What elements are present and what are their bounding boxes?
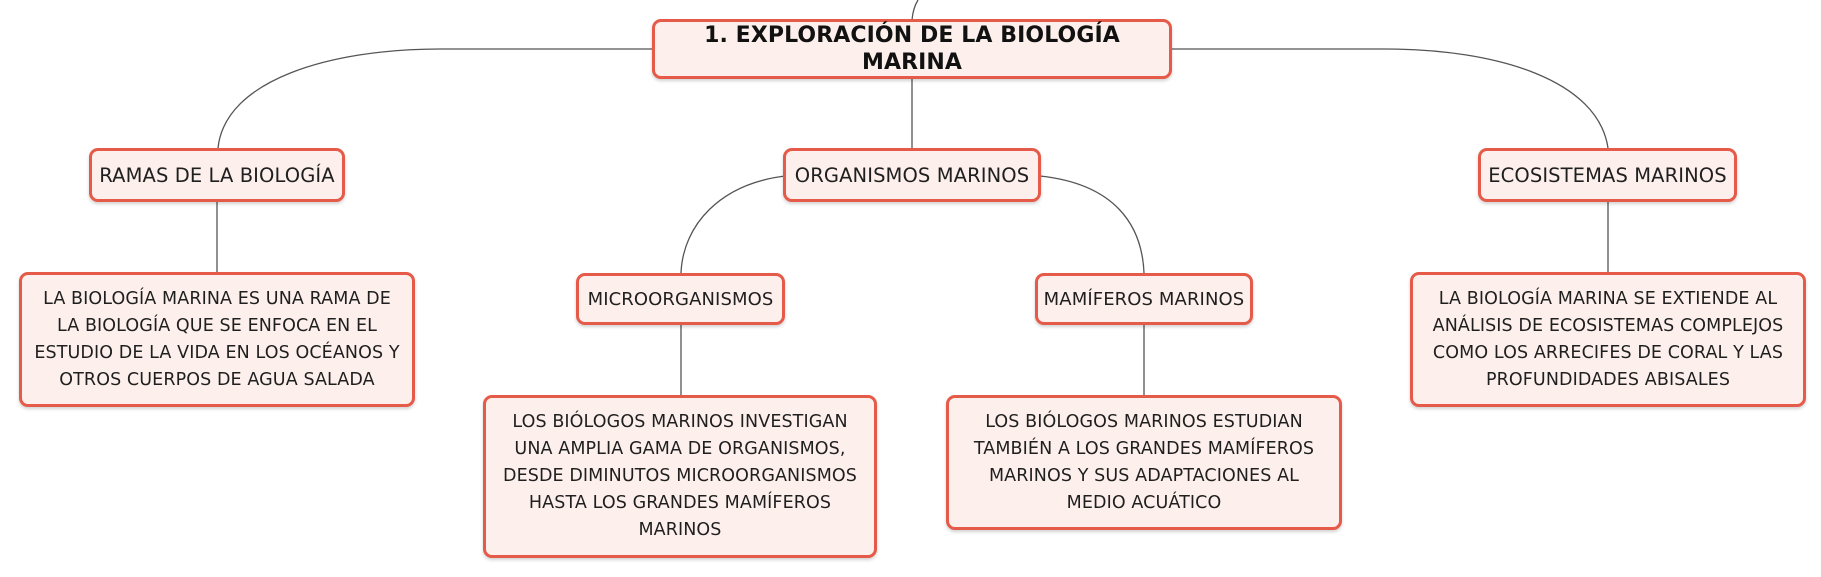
connector-root-parent bbox=[911, 0, 919, 21]
ecosistemas-node[interactable]: ECOSISTEMAS MARINOS bbox=[1478, 148, 1737, 202]
connector-organismos-to-microorganismos bbox=[680, 175, 786, 274]
ramas-node[interactable]: RAMAS DE LA BIOLOGÍA bbox=[89, 148, 345, 202]
microorganismos-node[interactable]: MICROORGANISMOS bbox=[576, 273, 785, 325]
ecosistemas-node-label: ECOSISTEMAS MARINOS bbox=[1488, 163, 1727, 187]
mamiferos-node-label: MAMÍFEROS MARINOS bbox=[1043, 288, 1245, 310]
microorganismos-detail-node[interactable]: LOS BIÓLOGOS MARINOS INVESTIGAN UNA AMPL… bbox=[483, 395, 877, 558]
organismos-node[interactable]: ORGANISMOS MARINOS bbox=[783, 148, 1041, 202]
mamiferos-detail-text: LOS BIÓLOGOS MARINOS ESTUDIAN TAMBIÉN A … bbox=[973, 411, 1315, 513]
root-node-label: 1. EXPLORACIÓN DE LA BIOLOGÍA MARINA bbox=[704, 23, 1120, 75]
microorganismos-node-label: MICROORGANISMOS bbox=[587, 288, 774, 310]
ramas-detail-text: LA BIOLOGÍA MARINA ES UNA RAMA DE LA BIO… bbox=[34, 288, 400, 390]
organismos-node-label: ORGANISMOS MARINOS bbox=[794, 163, 1030, 187]
ecosistemas-detail-text: LA BIOLOGÍA MARINA SE EXTIENDE AL ANÁLIS… bbox=[1432, 288, 1784, 390]
ramas-node-label: RAMAS DE LA BIOLOGÍA bbox=[99, 163, 335, 187]
connector-root-to-ecosistemas bbox=[1171, 48, 1609, 149]
mamiferos-node[interactable]: MAMÍFEROS MARINOS bbox=[1035, 273, 1253, 325]
connector-organismos-to-mamiferos bbox=[1039, 175, 1145, 274]
microorganismos-detail-text: LOS BIÓLOGOS MARINOS INVESTIGAN UNA AMPL… bbox=[503, 412, 857, 540]
ramas-detail-node[interactable]: LA BIOLOGÍA MARINA ES UNA RAMA DE LA BIO… bbox=[19, 272, 415, 407]
mamiferos-detail-node[interactable]: LOS BIÓLOGOS MARINOS ESTUDIAN TAMBIÉN A … bbox=[946, 395, 1342, 530]
connector-root-to-ramas bbox=[217, 48, 655, 149]
root-node[interactable]: 1. EXPLORACIÓN DE LA BIOLOGÍA MARINA bbox=[652, 19, 1172, 79]
ecosistemas-detail-node[interactable]: LA BIOLOGÍA MARINA SE EXTIENDE AL ANÁLIS… bbox=[1410, 272, 1806, 407]
